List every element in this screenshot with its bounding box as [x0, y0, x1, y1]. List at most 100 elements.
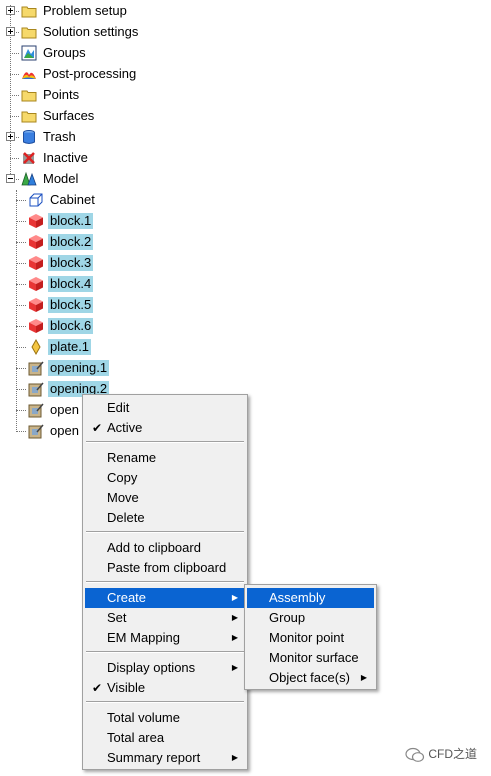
tree-item-label: block.3 [48, 255, 94, 271]
block-icon [29, 319, 43, 333]
tree-item-label: Trash [43, 129, 76, 144]
menu-item-label: Monitor surface [269, 650, 359, 665]
tree-connector [16, 200, 26, 201]
menu-item-rename[interactable]: Rename [85, 448, 245, 468]
menu-item-copy[interactable]: Copy [85, 468, 245, 488]
menu-separator [86, 581, 244, 583]
menu-item-label: EM Mapping [107, 630, 180, 645]
tree-item-label: block.2 [48, 234, 94, 250]
menu-item-set[interactable]: Set ▶ [85, 608, 245, 628]
tree-item-inactive[interactable]: Inactive [0, 148, 200, 169]
opening-icon [28, 382, 44, 397]
menu-item-em-mapping[interactable]: EM Mapping▶ [85, 628, 245, 648]
tree-item-block-4[interactable]: block.4 [0, 274, 200, 295]
menu-item-display-options[interactable]: Display options▶ [85, 658, 245, 678]
menu-item-summary-report[interactable]: Summary report▶ [85, 748, 245, 768]
menu-item-label: Active [107, 420, 143, 435]
expand-plus-icon[interactable] [6, 132, 15, 141]
tree-connector [16, 347, 26, 348]
tree-item-cabinet[interactable]: Cabinet [0, 190, 200, 211]
tree-item-block-1[interactable]: block.1 [0, 211, 200, 232]
tree-item-problem-setup[interactable]: Problem setup [0, 1, 200, 22]
menu-item-label: Assembly [269, 590, 326, 605]
menu-item-move[interactable]: Move [85, 488, 245, 508]
menu-item-paste-from-clipboard[interactable]: Paste from clipboard [85, 558, 245, 578]
folder-icon [21, 27, 37, 39]
groups-icon [21, 45, 37, 61]
tree-item-block-2[interactable]: block.2 [0, 232, 200, 253]
tree-item-label: Surfaces [43, 108, 95, 123]
menu-item-label: Set [107, 610, 127, 625]
tree-item-label: opening.2 [48, 381, 110, 397]
tree-item-block-5[interactable]: block.5 [0, 295, 200, 316]
tree-item-label: open [50, 423, 79, 438]
tree-connector [16, 284, 26, 285]
menu-item-active[interactable]: ✔Active [85, 418, 245, 438]
tree-item-post-processing[interactable]: Post-processing [0, 64, 200, 85]
menu-separator [86, 441, 244, 443]
menu-item-delete[interactable]: Delete [85, 508, 245, 528]
expand-plus-icon[interactable] [6, 27, 15, 36]
menu-item-total-volume[interactable]: Total volume [85, 708, 245, 728]
tree-item-surfaces[interactable]: Surfaces [0, 106, 200, 127]
menu-item-create[interactable]: Create ▶ [85, 588, 245, 608]
watermark: CFD之道 [405, 745, 477, 763]
tree-connector [16, 368, 26, 369]
tree-item-label: Inactive [43, 150, 88, 165]
tree-item-groups[interactable]: Groups [0, 43, 200, 64]
tree-connector [16, 389, 26, 390]
tree-item-label: Post-processing [43, 66, 137, 81]
menu-item-visible[interactable]: ✔Visible [85, 678, 245, 698]
tree-item-block-6[interactable]: block.6 [0, 316, 200, 337]
submenu-item-monitor-surface[interactable]: Monitor surface [247, 648, 374, 668]
tree-item-label: block.6 [48, 318, 94, 334]
tree-connector [16, 431, 26, 432]
trash-icon [23, 130, 35, 144]
tree-item-label: block.4 [48, 276, 94, 292]
submenu-arrow-icon: ▶ [231, 593, 238, 602]
tree-item-trash[interactable]: Trash [0, 127, 200, 148]
menu-item-label: Add to clipboard [107, 540, 201, 555]
submenu-item-group[interactable]: Group [247, 608, 374, 628]
expand-plus-icon[interactable] [6, 6, 15, 15]
tree-item-points[interactable]: Points [0, 85, 200, 106]
submenu-item-assembly[interactable]: Assembly [247, 588, 374, 608]
check-icon: ✔ [92, 681, 103, 695]
tree-item-label: Cabinet [50, 192, 95, 207]
tree-item-opening-2[interactable]: opening.2 [0, 379, 200, 400]
block-icon [29, 277, 43, 291]
tree-item-model[interactable]: Model [0, 169, 200, 190]
opening-icon [28, 403, 44, 418]
tree-item-label: Problem setup [43, 3, 127, 18]
tree-item-plate-1[interactable]: plate.1 [0, 337, 200, 358]
tree-item-opening-1[interactable]: opening.1 [0, 358, 200, 379]
menu-item-label: Create [107, 590, 147, 605]
model-icon [21, 171, 37, 186]
menu-separator [86, 531, 244, 533]
tree-item-label: open [50, 402, 79, 417]
tree-item-opening-4[interactable]: open [0, 421, 80, 442]
tree-item-block-3[interactable]: block.3 [0, 253, 200, 274]
submenu-arrow-icon: ▶ [231, 613, 238, 622]
submenu-item-monitor-point[interactable]: Monitor point [247, 628, 374, 648]
tree-connector [10, 116, 19, 117]
plate-icon [31, 339, 41, 355]
submenu-arrow-icon: ▶ [231, 663, 238, 672]
tree-item-label: block.1 [48, 213, 94, 229]
menu-item-edit[interactable]: Edit [85, 398, 245, 418]
menu-item-label: Paste from clipboard [107, 560, 227, 575]
tree-connector [10, 95, 19, 96]
submenu-item-object-faces[interactable]: Object face(s)▶ [247, 668, 374, 688]
menu-item-label: Delete [107, 510, 145, 525]
tree-item-solution-settings[interactable]: Solution settings [0, 22, 200, 43]
menu-separator [86, 701, 244, 703]
menu-item-add-to-clipboard[interactable]: Add to clipboard [85, 538, 245, 558]
block-icon [29, 214, 43, 228]
tree-item-opening-3[interactable]: open [0, 400, 80, 421]
folder-icon [21, 6, 37, 18]
context-menu: Edit ✔Active Rename Copy Move Delete Add… [82, 394, 248, 770]
block-icon [29, 298, 43, 312]
opening-icon [28, 424, 44, 439]
collapse-minus-icon[interactable] [6, 174, 15, 183]
menu-item-total-area[interactable]: Total area [85, 728, 245, 748]
